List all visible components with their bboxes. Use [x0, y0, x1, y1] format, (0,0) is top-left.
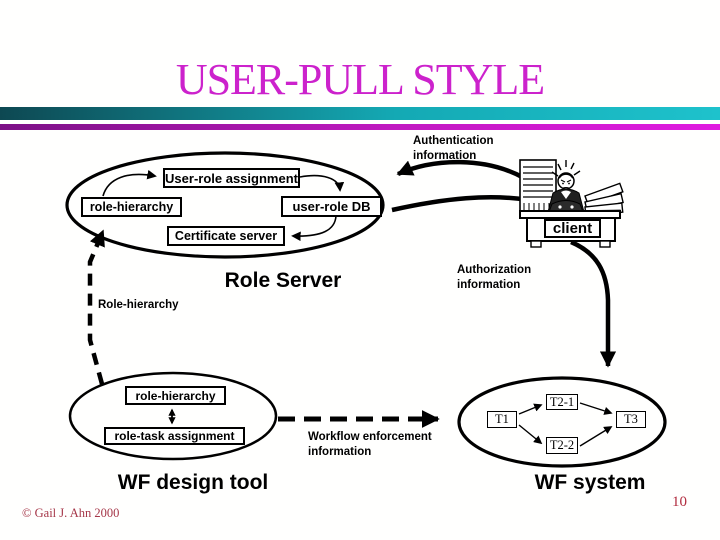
- task-box-t2-2: T2-2: [546, 437, 578, 454]
- arrow-t22-t3: [579, 426, 613, 447]
- label-role-hierarchy-flow: Role-hierarchy: [98, 299, 179, 311]
- label-authorization-information: Authorization information: [457, 264, 532, 291]
- box-user-role-assignment: User-role assignment: [163, 168, 300, 188]
- arrow-authorization-info: [570, 239, 617, 368]
- arrow-assignment-to-userrole-db: [299, 174, 345, 192]
- task-box-t1: T1: [487, 411, 517, 428]
- slide-title: USER-PULL STYLE: [175, 55, 545, 104]
- arrow-t1-t21: [518, 403, 543, 415]
- wf-design-tool-caption: WF design tool: [117, 471, 269, 494]
- page-number: 10: [672, 494, 687, 510]
- wf-system-ellipse: [457, 376, 667, 468]
- client-label: client: [544, 219, 601, 238]
- box-user-role-db: user-role DB: [281, 196, 382, 217]
- wf-system-caption: WF system: [534, 471, 646, 494]
- box-role-task-assignment: role-task assignment: [104, 427, 245, 445]
- title-divider-magenta: [0, 124, 720, 130]
- arrow-t21-t3: [579, 402, 613, 415]
- curve-role-info-to-client: [391, 195, 529, 213]
- copyright-text: © Gail J. Ahn 2000: [22, 506, 120, 520]
- label-workflow-enforcement: Workflow enforcement information: [308, 431, 432, 458]
- dashed-arrow-role-hierarchy-flow: [87, 229, 106, 385]
- task-box-t2-1: T2-1: [546, 394, 578, 410]
- arrow-authentication-info: [396, 159, 526, 180]
- box-wf-role-hierarchy: role-hierarchy: [125, 386, 226, 405]
- task-box-t3: T3: [616, 411, 646, 428]
- role-server-ellipse: [65, 151, 385, 259]
- role-server-caption: Role Server: [224, 269, 342, 292]
- arrow-role-hierarchy-to-assignment: [102, 169, 157, 197]
- arrow-userrole-db-to-certificate-server: [291, 215, 337, 242]
- label-authentication-information: Authentication information: [413, 135, 494, 162]
- box-role-hierarchy: role-hierarchy: [81, 197, 182, 217]
- title-divider-teal: [0, 107, 720, 120]
- wf-design-tool-ellipse: [68, 371, 278, 461]
- arrow-t1-t22: [518, 424, 543, 445]
- box-certificate-server: Certificate server: [167, 226, 285, 246]
